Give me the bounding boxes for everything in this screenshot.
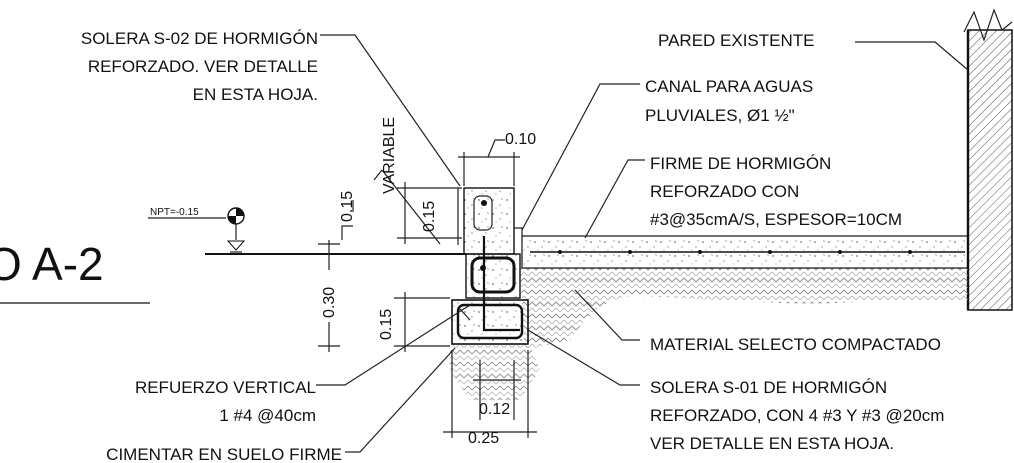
dimension-variable: VARIABLE xyxy=(381,117,398,194)
label-firme-line2: REFORZADO CON xyxy=(650,182,799,201)
label-solera-s02-line3: EN ESTA HOJA. xyxy=(193,85,318,104)
label-refuerzo-line2: 1 #4 @40cm xyxy=(219,406,316,425)
dimension-0-15-top: 0.15 xyxy=(421,201,438,232)
existing-wall xyxy=(963,8,1013,311)
level-text: NPT=-0.15 xyxy=(150,207,199,218)
label-solera-s01: SOLERA S-01 DE HORMIGÓN REFORZADO, CON 4… xyxy=(650,378,944,453)
label-solera-s02-line1: SOLERA S-02 DE HORMIGÓN xyxy=(81,29,318,48)
compacted-soil xyxy=(450,268,968,400)
label-canal-line1: CANAL PARA AGUAS xyxy=(645,77,813,96)
label-solera-s02: SOLERA S-02 DE HORMIGÓN REFORZADO. VER D… xyxy=(81,29,318,104)
label-refuerzo-line1: REFUERZO VERTICAL xyxy=(135,378,316,397)
label-solera-s01-line2: REFORZADO, CON 4 #3 Y #3 @20cm xyxy=(650,406,944,425)
label-firme: FIRME DE HORMIGÓN REFORZADO CON #3@35cmA… xyxy=(650,154,902,229)
label-canal: CANAL PARA AGUAS PLUVIALES, Ø1 ½" xyxy=(645,77,813,125)
footing-s01 xyxy=(451,236,529,345)
level-marker: NPT=-0.15 xyxy=(148,207,246,253)
dimension-0-30: 0.30 xyxy=(321,287,338,318)
label-solera-s02-line2: REFORZADO. VER DETALLE xyxy=(88,57,318,76)
dimension-0-15-bottom: 0.15 xyxy=(378,309,395,340)
rain-channel xyxy=(513,227,523,236)
detail-title-text: O A-2 xyxy=(0,238,104,290)
label-solera-s01-line3: VER DETALLE EN ESTA HOJA. xyxy=(650,434,894,453)
dimension-0-15-wall: 0.15 xyxy=(339,191,356,222)
label-pared-existente: PARED EXISTENTE xyxy=(658,31,815,50)
leader-lines xyxy=(316,34,969,453)
label-canal-line2: PLUVIALES, Ø1 ½" xyxy=(645,106,795,125)
dimension-lines xyxy=(318,139,537,438)
wall-break-symbol xyxy=(963,8,1013,42)
beam-s02 xyxy=(463,187,515,255)
label-firme-line3: #3@35cmA/S, ESPESOR=10CM xyxy=(650,210,902,229)
label-refuerzo: REFUERZO VERTICAL 1 #4 @40cm xyxy=(135,378,316,425)
dimension-0-25: 0.25 xyxy=(468,430,499,447)
wall-stem xyxy=(465,253,521,299)
dimension-0-10: 0.10 xyxy=(505,131,536,148)
detail-title: O A-2 xyxy=(0,238,150,304)
label-cimentar: CIMENTAR EN SUELO FIRME xyxy=(106,445,342,463)
dimension-0-12: 0.12 xyxy=(479,401,510,418)
label-firme-line1: FIRME DE HORMIGÓN xyxy=(650,154,831,173)
vertical-reinforcement xyxy=(482,236,520,332)
label-solera-s01-line1: SOLERA S-01 DE HORMIGÓN xyxy=(650,378,887,397)
label-material-selecto: MATERIAL SELECTO COMPACTADO xyxy=(650,335,941,354)
floor-slab xyxy=(521,235,969,269)
